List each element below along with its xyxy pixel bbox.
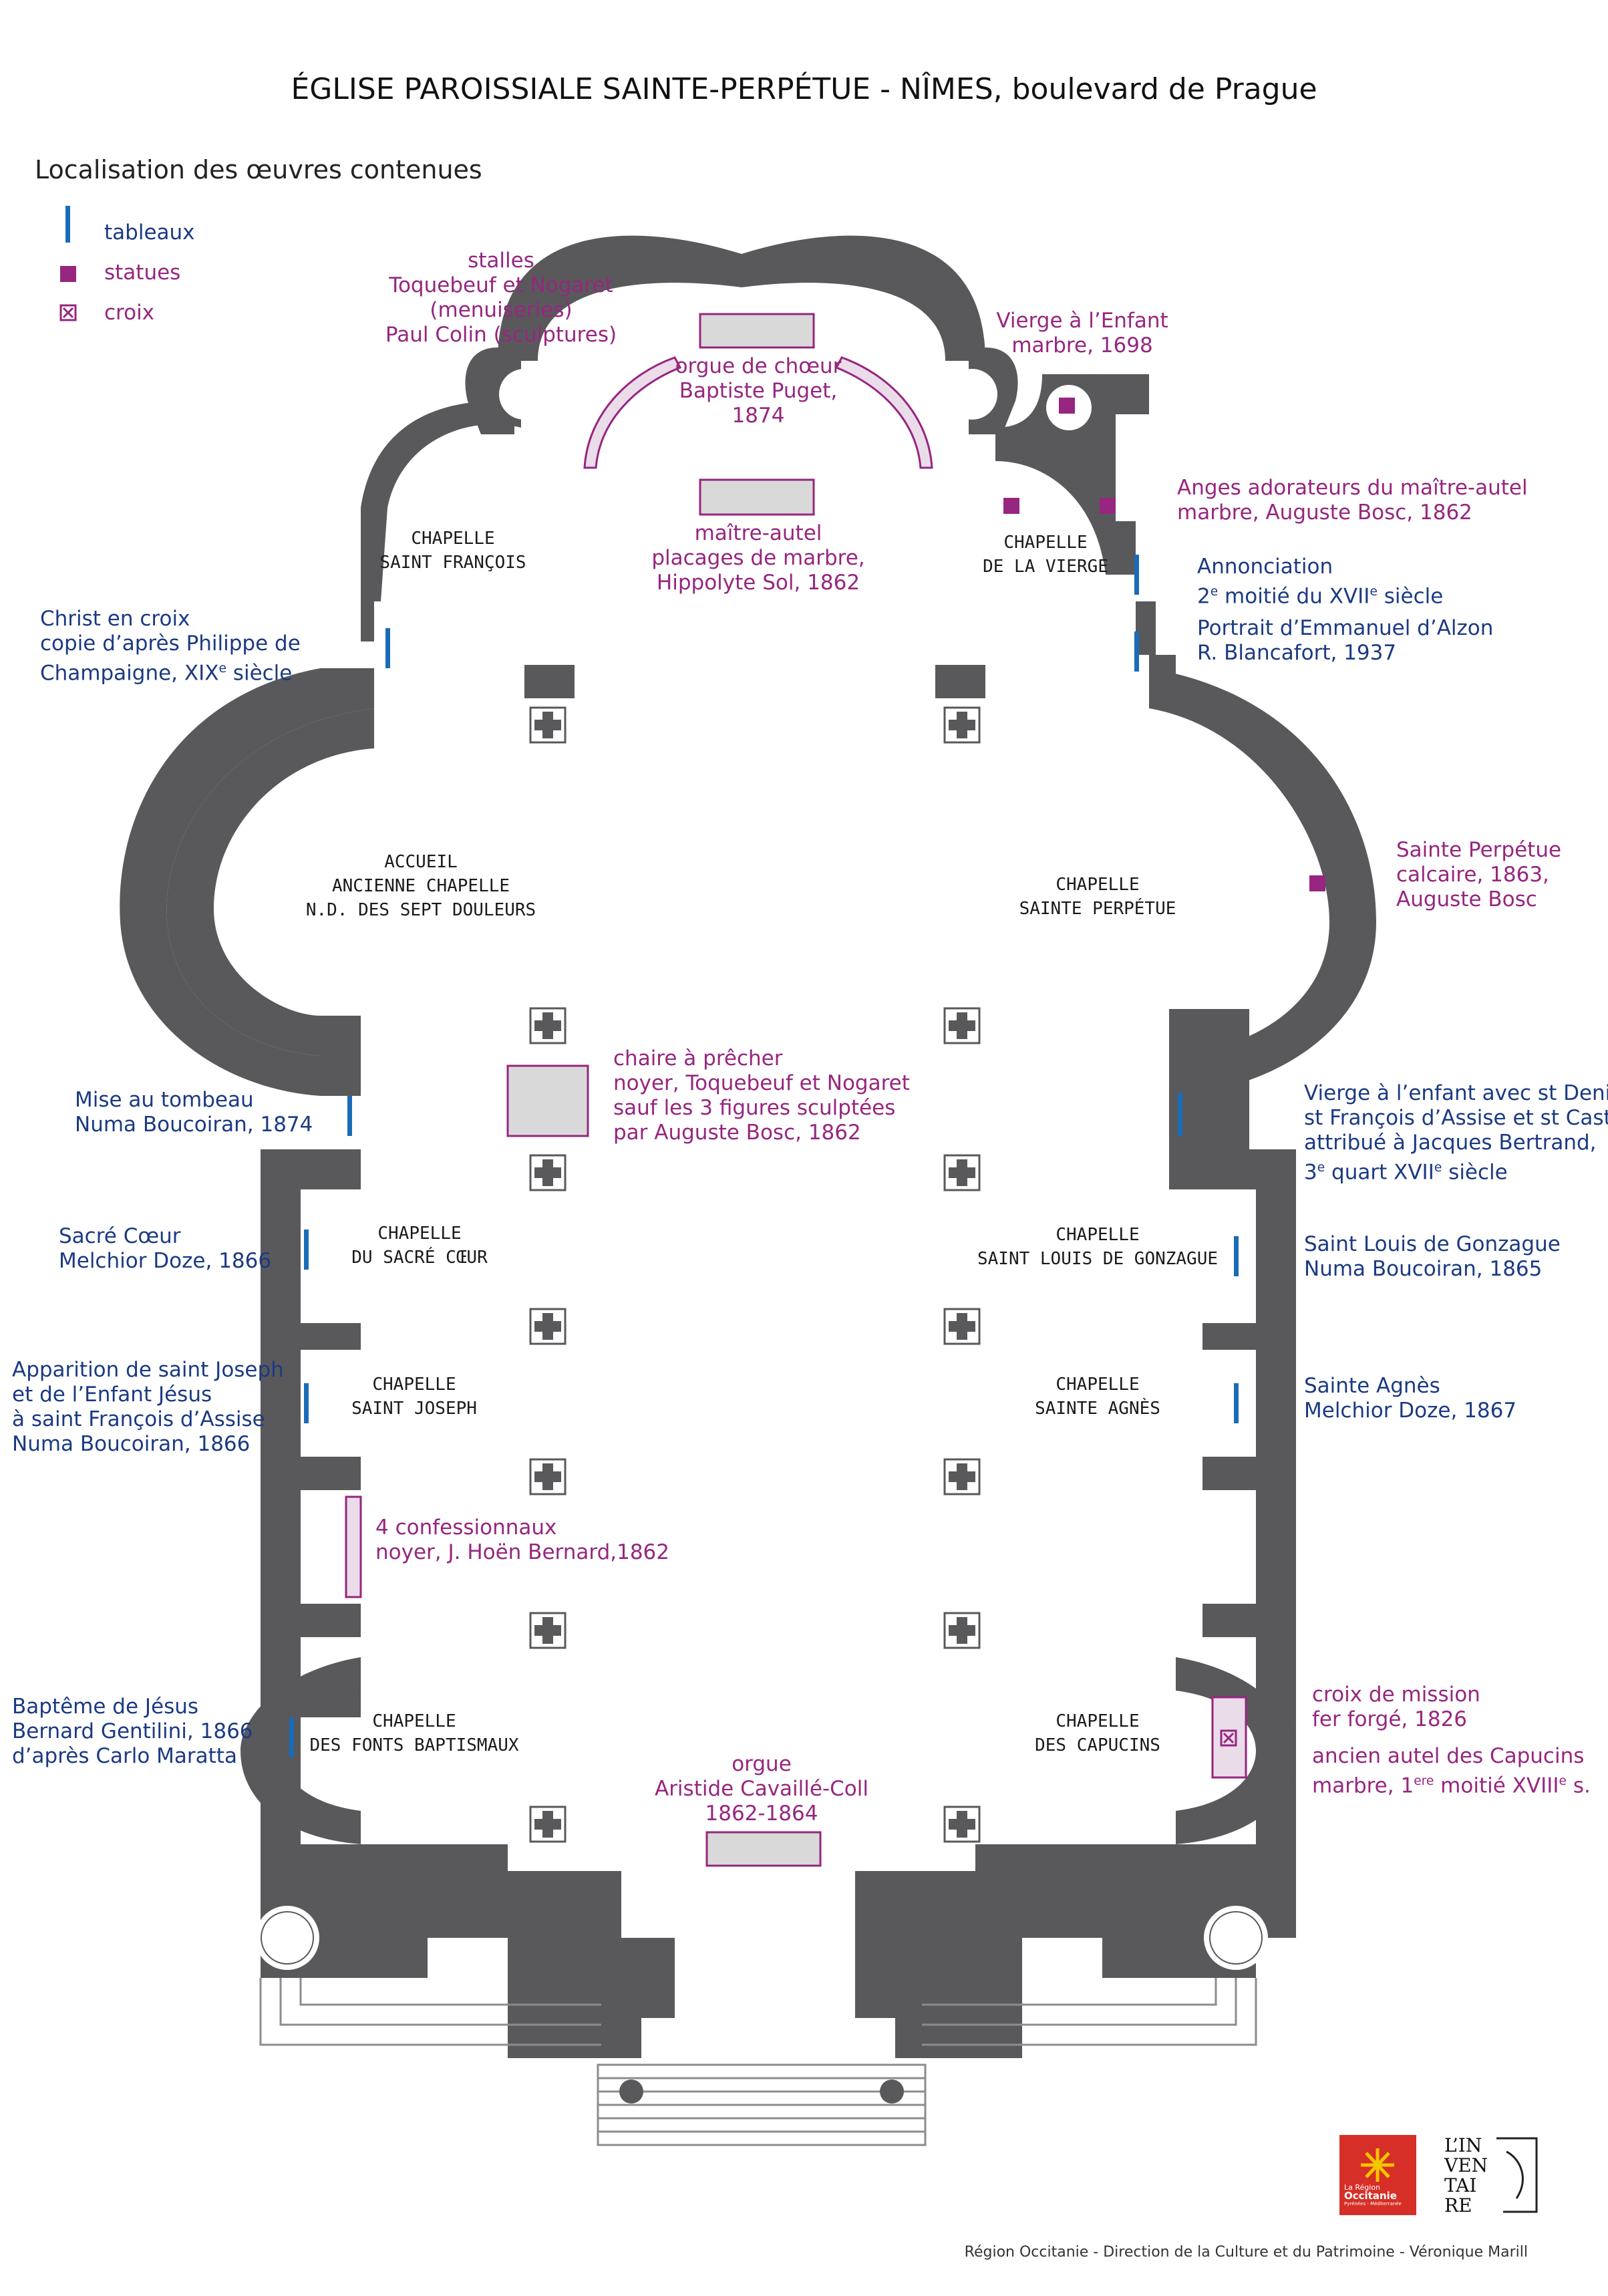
- statues-markers: [1003, 398, 1325, 891]
- legend-symbols: [59, 206, 77, 321]
- facade-right-tower: [855, 1844, 1256, 2058]
- inventaire-logo-text: L’IN VEN TAI RE: [1444, 2134, 1488, 2216]
- stalles-left: [583, 356, 682, 469]
- region-logo-text: La Région Occitanie Pyrénées - Méditerra…: [1344, 2183, 1402, 2207]
- footer-credit: Région Occitanie - Direction de la Cultu…: [964, 2244, 1528, 2261]
- label-autel-capucins: ancien autel des Capucins marbre, 1ere m…: [1312, 1744, 1591, 1798]
- chaire-box: [506, 1064, 589, 1137]
- inventaire-logo: [1496, 2137, 1538, 2213]
- wall-capucins: [1176, 1657, 1296, 1844]
- page-title: ÉGLISE PAROISSIALE SAINTE-PERPÉTUE - NÎM…: [291, 72, 1317, 106]
- wall-perpetue: [1149, 668, 1376, 1096]
- orgue-box: [705, 1831, 822, 1867]
- furniture: [506, 313, 822, 1867]
- maitre-autel-box: [699, 478, 815, 516]
- wall-saint-francois: [361, 347, 521, 601]
- wall-accueil: [166, 668, 374, 1096]
- legend-statues-label: statues: [104, 261, 181, 285]
- label-christ-croix: Christ en croix copie d’après Philippe d…: [40, 607, 301, 686]
- label-vierge-denis: Vierge à l’enfant avec st Denis, st Fran…: [1304, 1081, 1608, 1185]
- label-annonciation: Annonciation 2e moitié du XVIIe siècle: [1197, 555, 1444, 609]
- facade-left-tower: [261, 1844, 675, 2058]
- legend-tableaux-label: tableaux: [104, 221, 195, 245]
- region-occitanie-logo: [1339, 2135, 1416, 2215]
- page-subtitle: Localisation des œuvres contenues: [35, 155, 482, 184]
- wall-vierge: [995, 374, 1156, 655]
- apse-wall: [498, 235, 985, 361]
- legend-croix-label: croix: [104, 301, 155, 325]
- nave-pillars: [529, 706, 981, 1843]
- entrance-steps: [259, 1978, 1257, 2146]
- croix-marker: [1220, 1729, 1237, 1747]
- stalles-right: [834, 356, 933, 469]
- orgue-choeur-box: [699, 313, 815, 349]
- confessionnaux-box: [345, 1495, 362, 1598]
- wall-fonts: [240, 1657, 361, 1844]
- tableaux-markers: [289, 555, 1239, 1757]
